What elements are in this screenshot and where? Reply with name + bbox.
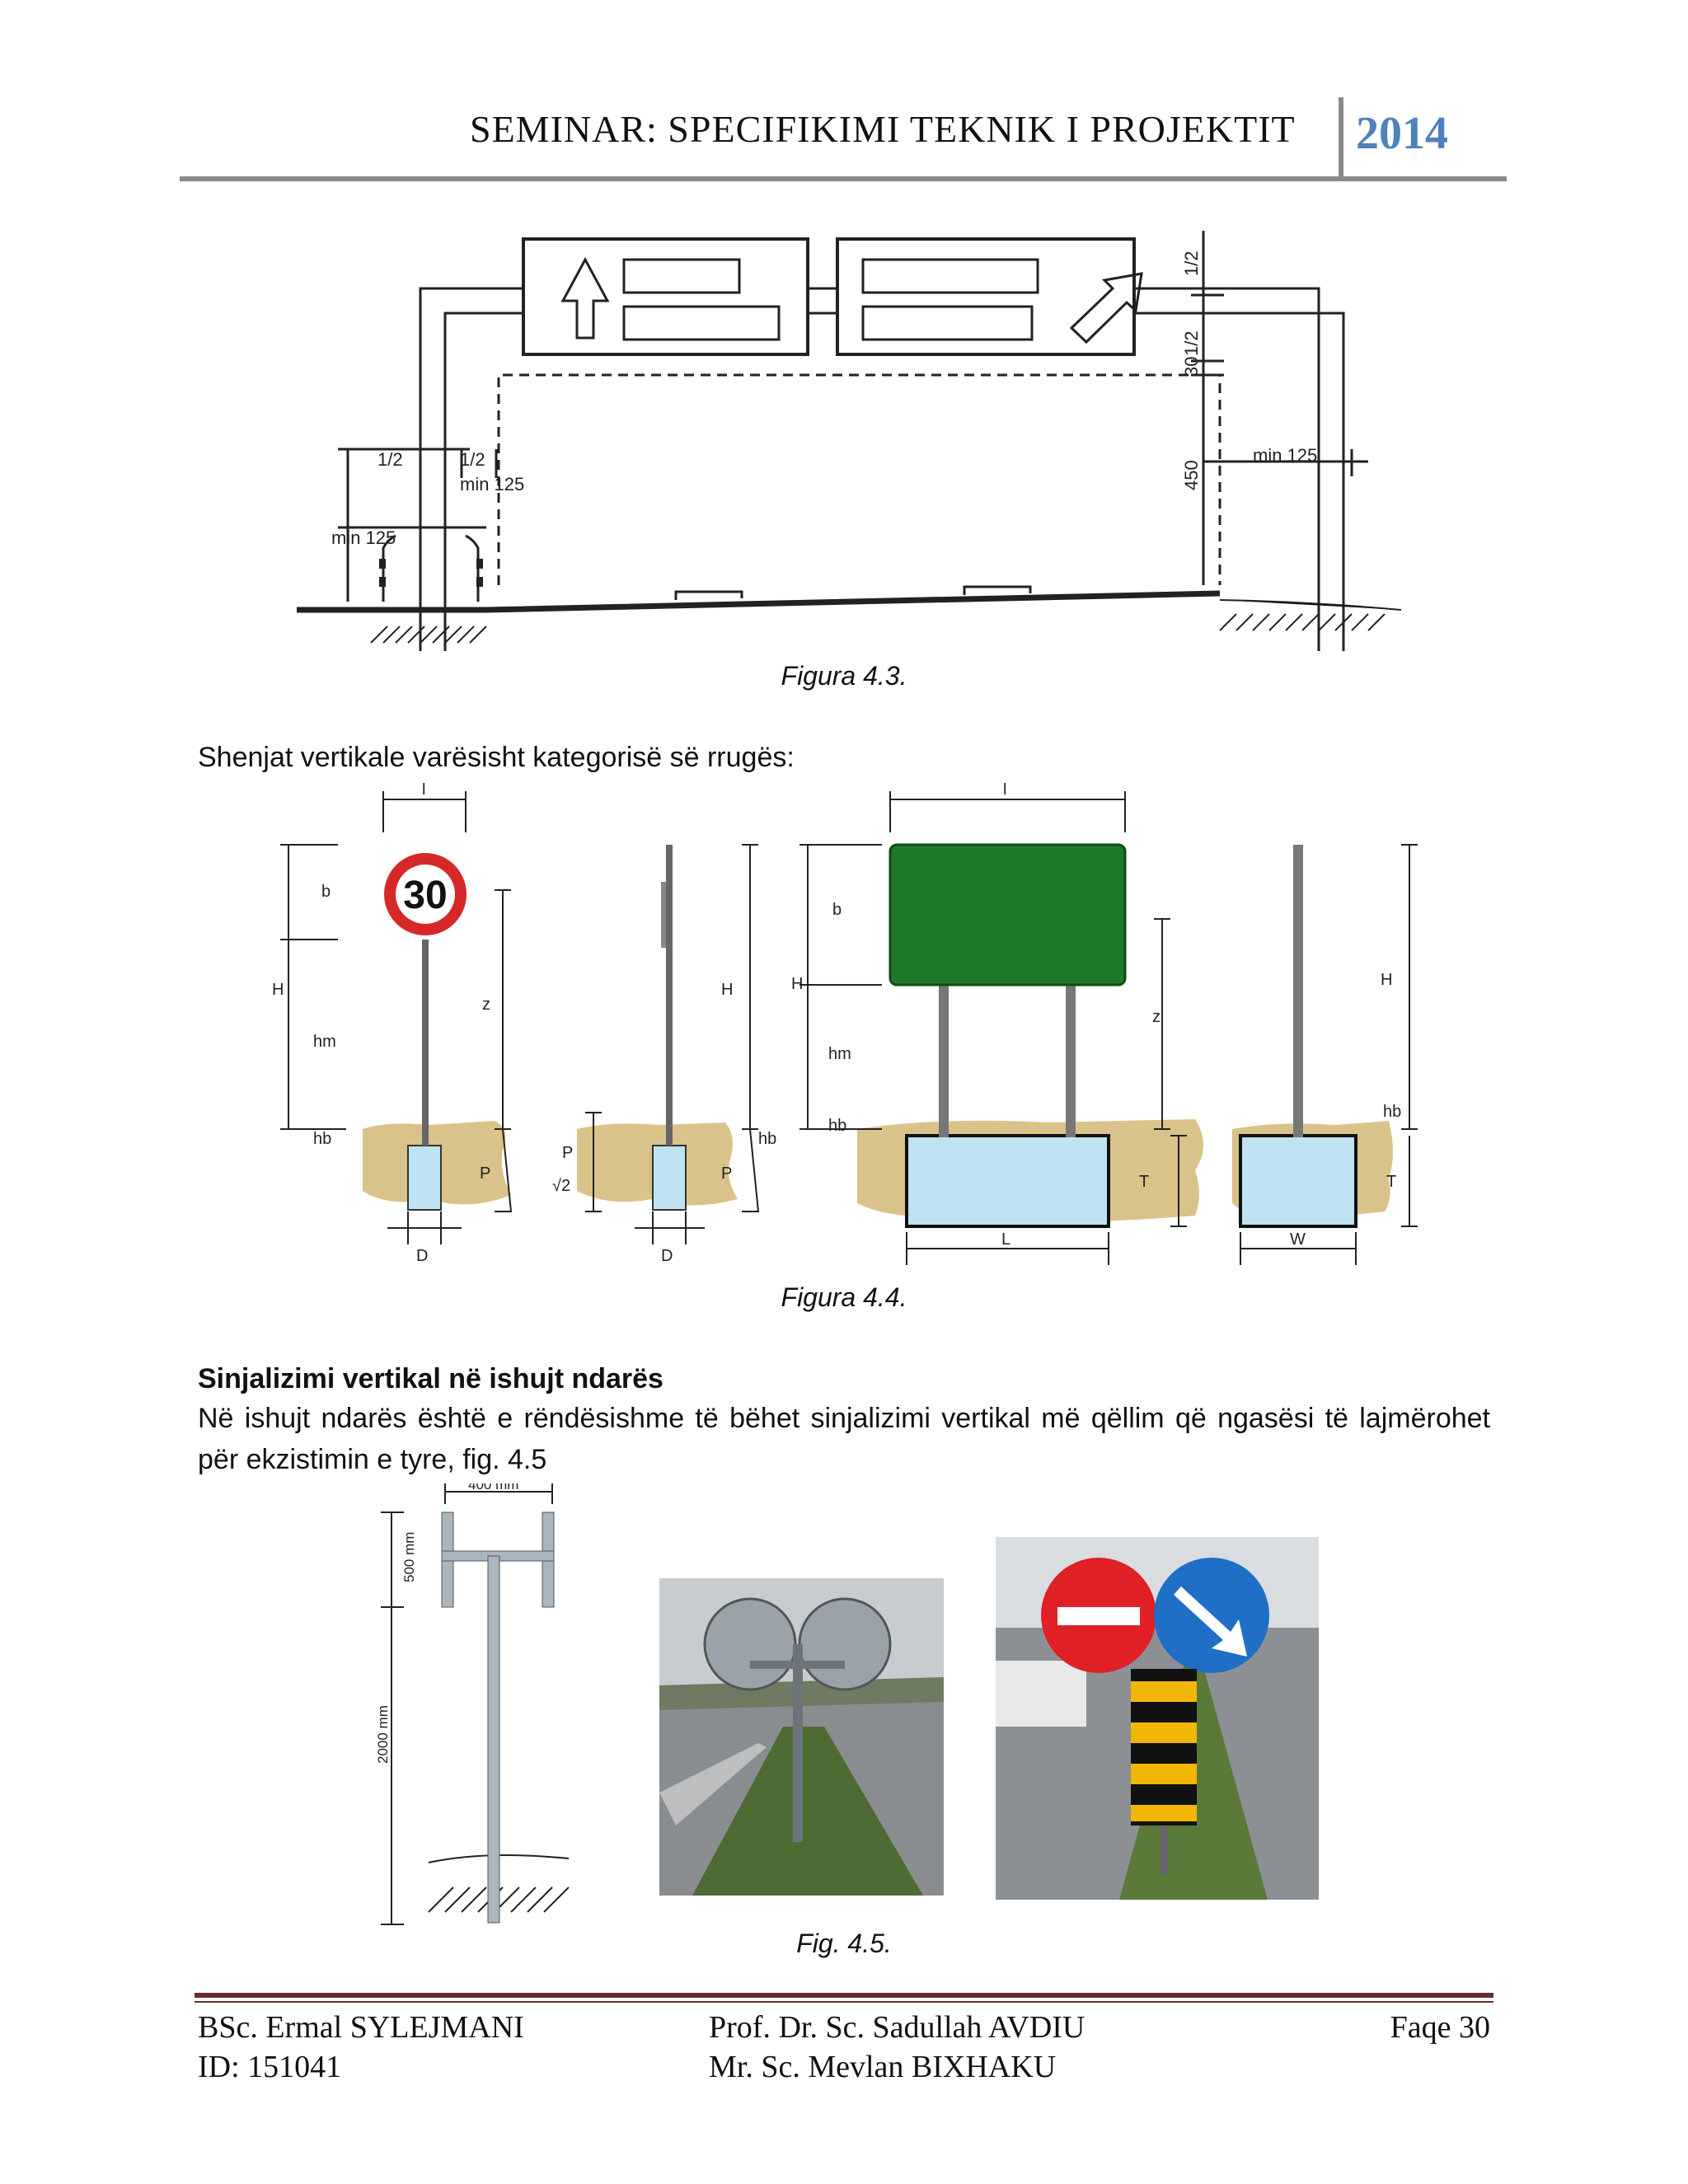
dim-H-second: H [721,981,733,999]
footer-mentors: Prof. Dr. Sc. Sadullah AVDIU Mr. Sc. Mev… [709,2008,1085,2087]
header-divider [1339,97,1343,180]
dim-T-fourth: T [1386,1173,1396,1191]
dim-hb-fourth: hb [1383,1103,1401,1121]
dim-hb-left: hb [313,1130,331,1148]
dim-hm-third: hm [828,1045,851,1063]
dim-500mm: 500 mm [401,1532,417,1582]
island-post-drawing: 400 mm 500 mm 2000 mm [375,1483,570,1925]
dim-half-top-upper: 1/2 [1181,251,1202,276]
photo-island-bollard [996,1537,1319,1900]
dim-P-frac: P [562,1144,573,1162]
figure-caption: Figura 4.4. [781,1282,907,1312]
dim-hb-second: hb [758,1130,776,1148]
footer-rule [195,1993,1493,1998]
footer-rule-thin [195,2001,1493,2003]
dim-400mm: 400 mm [468,1483,518,1493]
footer-author-id: ID: 151041 [198,2050,342,2084]
dim-450: 450 [1181,460,1202,490]
dim-sqrt2: √2 [552,1177,570,1195]
footer-author-name: BSc. Ermal SYLEJMANI [198,2010,524,2045]
header-year: 2014 [1356,108,1448,159]
dim-l-third: l [1003,783,1006,799]
dim-H-left: H [272,981,284,999]
header-title: SEMINAR: SPECIFIKIMI TEKNIK I PROJEKTIT [470,108,1296,150]
gantry-diagram: 1/2 1/2 min 125 min 125 min 125 450 30 1… [297,231,1402,651]
dim-l-left: l [422,783,425,799]
dim-P-second: P [721,1165,732,1183]
dim-z-third: z [1152,1008,1160,1026]
dim-half-right: 1/2 [460,449,485,470]
dim-2000mm: 2000 mm [375,1705,391,1764]
dim-min125-lower: min 125 [331,527,396,548]
sign-support-diagram: 30 l b H hm hb z P D H hb P P √2 D l b [272,783,1418,1265]
dim-hm-left: hm [313,1033,336,1051]
page-number: Faqe 30 [1390,2010,1490,2045]
dim-min125-right: min 125 [1253,445,1317,466]
dim-min125-upper: min 125 [460,474,524,494]
footer-mentor-1: Prof. Dr. Sc. Sadullah AVDIU [709,2010,1085,2045]
dim-D-second: D [661,1247,673,1265]
dim-hb-third: hb [828,1117,846,1135]
dim-H-fourth: H [1381,971,1392,989]
dim-D-left: D [416,1247,428,1265]
dim-H-third: H [791,975,803,993]
header-rule [180,176,1507,181]
figure-caption: Fig. 4.5. [796,1929,892,1958]
dim-L-third: L [1001,1230,1010,1249]
dim-30: 30 [1181,357,1202,377]
dim-z-left: z [482,996,490,1014]
dim-half-left: 1/2 [377,449,403,470]
dim-W-fourth: W [1290,1230,1306,1249]
dim-b-third: b [832,901,842,919]
footer-mentor-2: Mr. Sc. Mevlan BIXHAKU [709,2050,1057,2084]
speed-limit-value: 30 [403,874,447,917]
dim-P-left: P [480,1165,490,1183]
dim-b-left: b [321,883,331,901]
dim-half-top-lower: 1/2 [1181,330,1202,356]
section-paragraph: Në ishujt ndarës është e rëndësishme të … [198,1403,1490,1475]
section-text: Shenjat vertikale varësisht kategorisë s… [198,742,795,773]
figure-caption: Figura 4.3. [781,661,907,691]
section-heading: Sinjalizimi vertikal në ishujt ndarës [198,1363,663,1394]
footer-author: BSc. Ermal SYLEJMANI ID: 151041 [198,2008,524,2087]
dim-T-third: T [1139,1173,1149,1191]
photo-island-signs [659,1578,944,1896]
